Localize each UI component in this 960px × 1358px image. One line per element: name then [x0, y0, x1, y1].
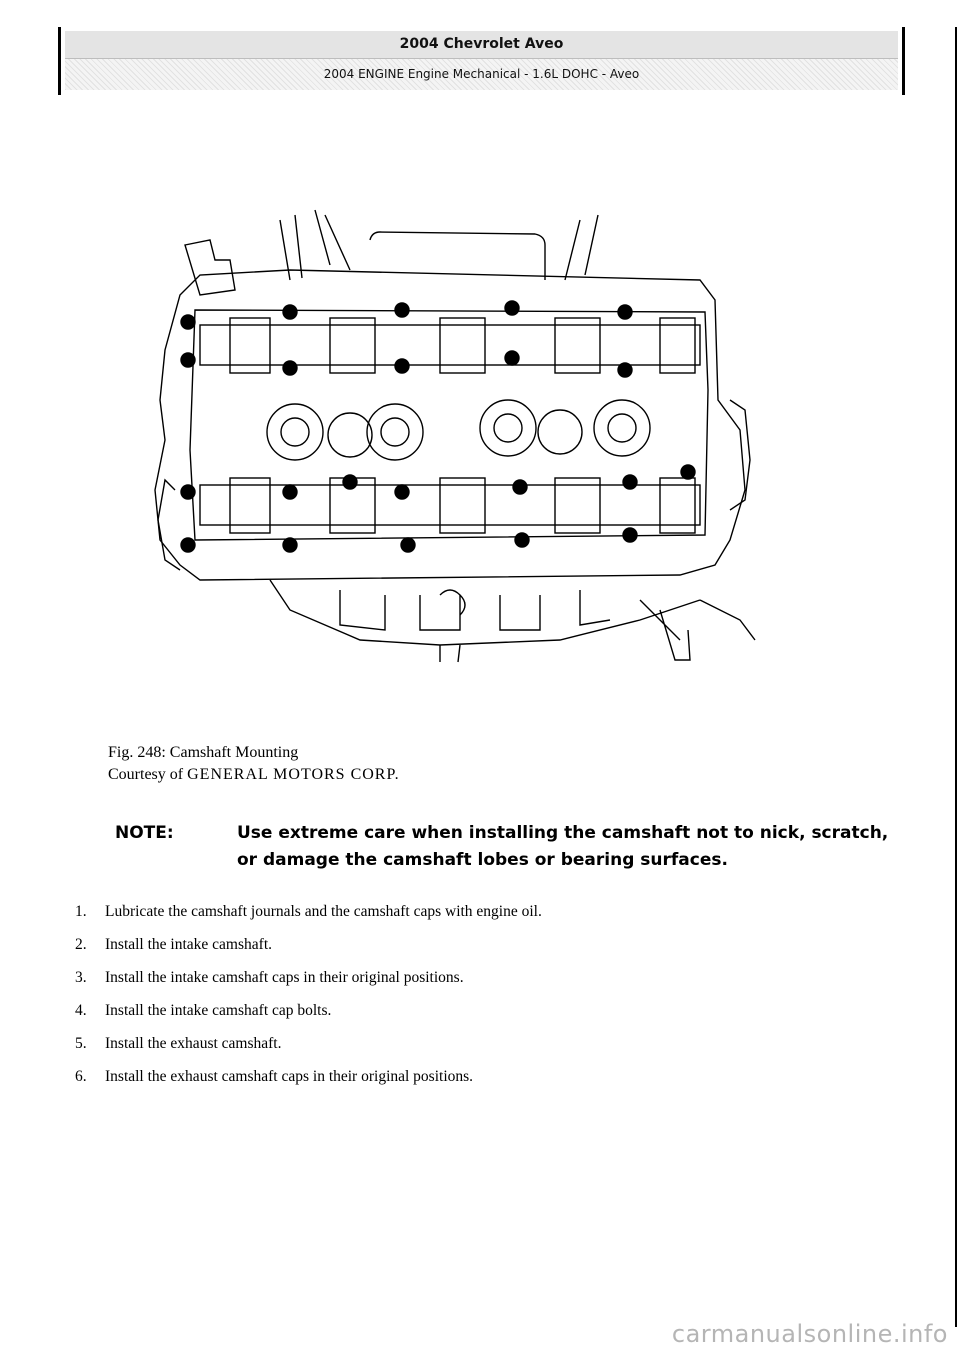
list-item: 2. Install the intake camshaft. — [75, 928, 542, 961]
list-item: 5. Install the exhaust camshaft. — [75, 1027, 542, 1060]
spark-plug-wells — [266, 399, 651, 461]
site-watermark: carmanualsonline.info — [671, 1320, 948, 1348]
figure-caption-title: Fig. 248: Camshaft Mounting — [108, 744, 299, 761]
intake-camshaft — [199, 317, 701, 374]
figure-caption-courtesy: Courtesy of — [108, 766, 184, 783]
figure-caption-courtesy-line: Courtesy of GENERAL MOTORS CORP. — [108, 764, 400, 786]
document-header: 2004 Chevrolet Aveo 2004 ENGINE Engine M… — [58, 27, 905, 95]
list-item: 3. Install the intake camshaft caps in th… — [75, 961, 542, 994]
step-number: 1. — [75, 903, 87, 920]
step-text: Lubricate the camshaft journals and the … — [105, 903, 542, 920]
list-item: 1. Lubricate the camshaft journals and th… — [75, 895, 542, 928]
step-number: 4. — [75, 1002, 87, 1019]
list-item: 6. Install the exhaust camshaft caps in t… — [75, 1060, 542, 1093]
step-number: 2. — [75, 936, 87, 953]
engine-cylinder-head-drawing — [154, 209, 756, 663]
figure-caption: Fig. 248: Camshaft Mounting Courtesy of … — [108, 742, 400, 786]
step-text: Install the intake camshaft caps in thei… — [105, 969, 464, 986]
camshaft-mounting-figure — [140, 200, 780, 670]
header-title: 2004 Chevrolet Aveo — [65, 31, 898, 59]
procedure-steps: 1. Lubricate the camshaft journals and th… — [75, 895, 542, 1093]
exhaust-camshaft — [199, 477, 701, 534]
header-subtitle: 2004 ENGINE Engine Mechanical - 1.6L DOH… — [65, 59, 898, 90]
figure-caption-org: GENERAL MOTORS CORP. — [187, 766, 400, 783]
step-text: Install the intake camshaft. — [105, 936, 272, 953]
step-text: Install the exhaust camshaft. — [105, 1035, 282, 1052]
step-number: 3. — [75, 969, 87, 986]
note-text: Use extreme care when installing the cam… — [237, 823, 889, 870]
list-item: 4. Install the intake camshaft cap bolts. — [75, 994, 542, 1027]
step-number: 5. — [75, 1035, 87, 1052]
note-label: NOTE: — [115, 823, 174, 843]
step-number: 6. — [75, 1068, 87, 1085]
step-text: Install the exhaust camshaft caps in the… — [105, 1068, 474, 1085]
page-right-border — [955, 27, 957, 1327]
step-text: Install the intake camshaft cap bolts. — [105, 1002, 332, 1019]
camshaft-cap-bolts — [180, 300, 696, 553]
